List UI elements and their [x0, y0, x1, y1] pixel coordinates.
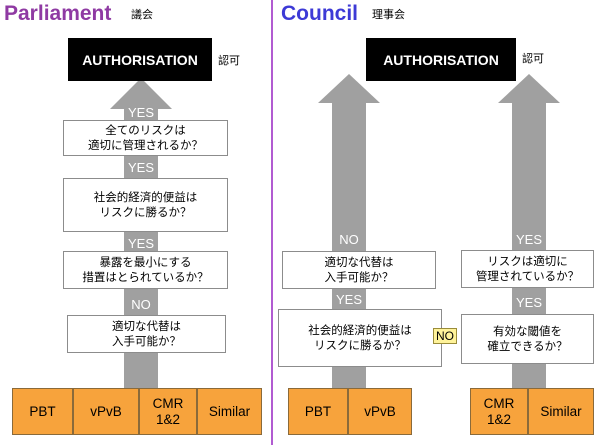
- parliament-category-similar: Similar: [197, 388, 262, 435]
- box-line: リスクに勝るか？: [99, 205, 192, 219]
- parliament-title: Parliament: [4, 2, 112, 25]
- box-line: 管理されているか？: [475, 269, 580, 283]
- council-right-label-yes-2: YES: [515, 295, 542, 310]
- council-no-badge: NO: [433, 328, 457, 344]
- parliament-category-cmr: CMR 1&2: [139, 388, 197, 435]
- council-left-label-no: NO: [339, 232, 359, 247]
- council-authorisation-box: AUTHORISATION: [366, 38, 516, 81]
- parliament-question-alternatives: 適切な代替は入手可能か？: [67, 315, 226, 353]
- council-category-vpvb: vPvB: [348, 388, 412, 435]
- council-title-jp: 理事会: [372, 8, 405, 21]
- parliament-label-yes-3: YES: [127, 236, 154, 251]
- parliament-category-vpvb: vPvB: [73, 388, 139, 435]
- parliament-label-yes-1: YES: [127, 105, 154, 120]
- box-line: 入手可能か？: [112, 334, 181, 348]
- council-question-alternatives: 適切な代替は入手可能か？: [282, 251, 436, 289]
- box-line: 入手可能か？: [324, 270, 394, 284]
- parliament-category-pbt: PBT: [12, 388, 73, 435]
- council-left-label-yes: YES: [335, 292, 362, 307]
- council-title: Council: [281, 2, 358, 25]
- parliament-label-no: NO: [131, 297, 151, 312]
- council-category-similar: Similar: [528, 388, 594, 435]
- section-divider: [271, 0, 273, 445]
- box-line: 社会的経済的便益は: [93, 190, 198, 204]
- parliament-label-yes-2: YES: [127, 160, 154, 175]
- parliament-approval-label: 認可: [218, 54, 240, 67]
- council-approval-label: 認可: [522, 52, 544, 65]
- parliament-question-exposure: 暴露を最小にする措置はとられているか？: [63, 251, 228, 289]
- box-line: 適切な代替は: [324, 255, 394, 269]
- council-question-risk-control: リスクは適切に管理されているか？: [461, 250, 594, 288]
- council-question-socioeconomic: 社会的経済的便益はリスクに勝るか？: [278, 309, 442, 367]
- box-line: 適切な代替は: [112, 319, 181, 333]
- council-right-label-yes-1: YES: [515, 232, 542, 247]
- box-line: 全てのリスクは: [105, 123, 186, 137]
- council-category-pbt: PBT: [288, 388, 348, 435]
- council-category-cmr: CMR 1&2: [470, 388, 528, 435]
- box-line: 適切に管理されるか？: [88, 138, 203, 152]
- parliament-title-jp: 議会: [131, 8, 153, 21]
- box-line: リスクに勝るか？: [314, 338, 406, 352]
- box-line: 措置はとられているか？: [82, 270, 209, 284]
- box-line: 有効な閾値を: [493, 324, 562, 338]
- box-line: リスクは適切に: [487, 254, 568, 268]
- parliament-authorisation-box: AUTHORISATION: [68, 38, 212, 81]
- parliament-question-socioeconomic: 社会的経済的便益はリスクに勝るか？: [63, 178, 228, 232]
- box-line: 社会的経済的便益は: [308, 323, 412, 337]
- box-line: 暴露を最小にする: [99, 255, 192, 269]
- council-question-threshold: 有効な閾値を確立できるか？: [461, 314, 594, 364]
- parliament-question-risk-control: 全てのリスクは適切に管理されるか？: [63, 120, 228, 156]
- box-line: 確立できるか？: [487, 339, 568, 353]
